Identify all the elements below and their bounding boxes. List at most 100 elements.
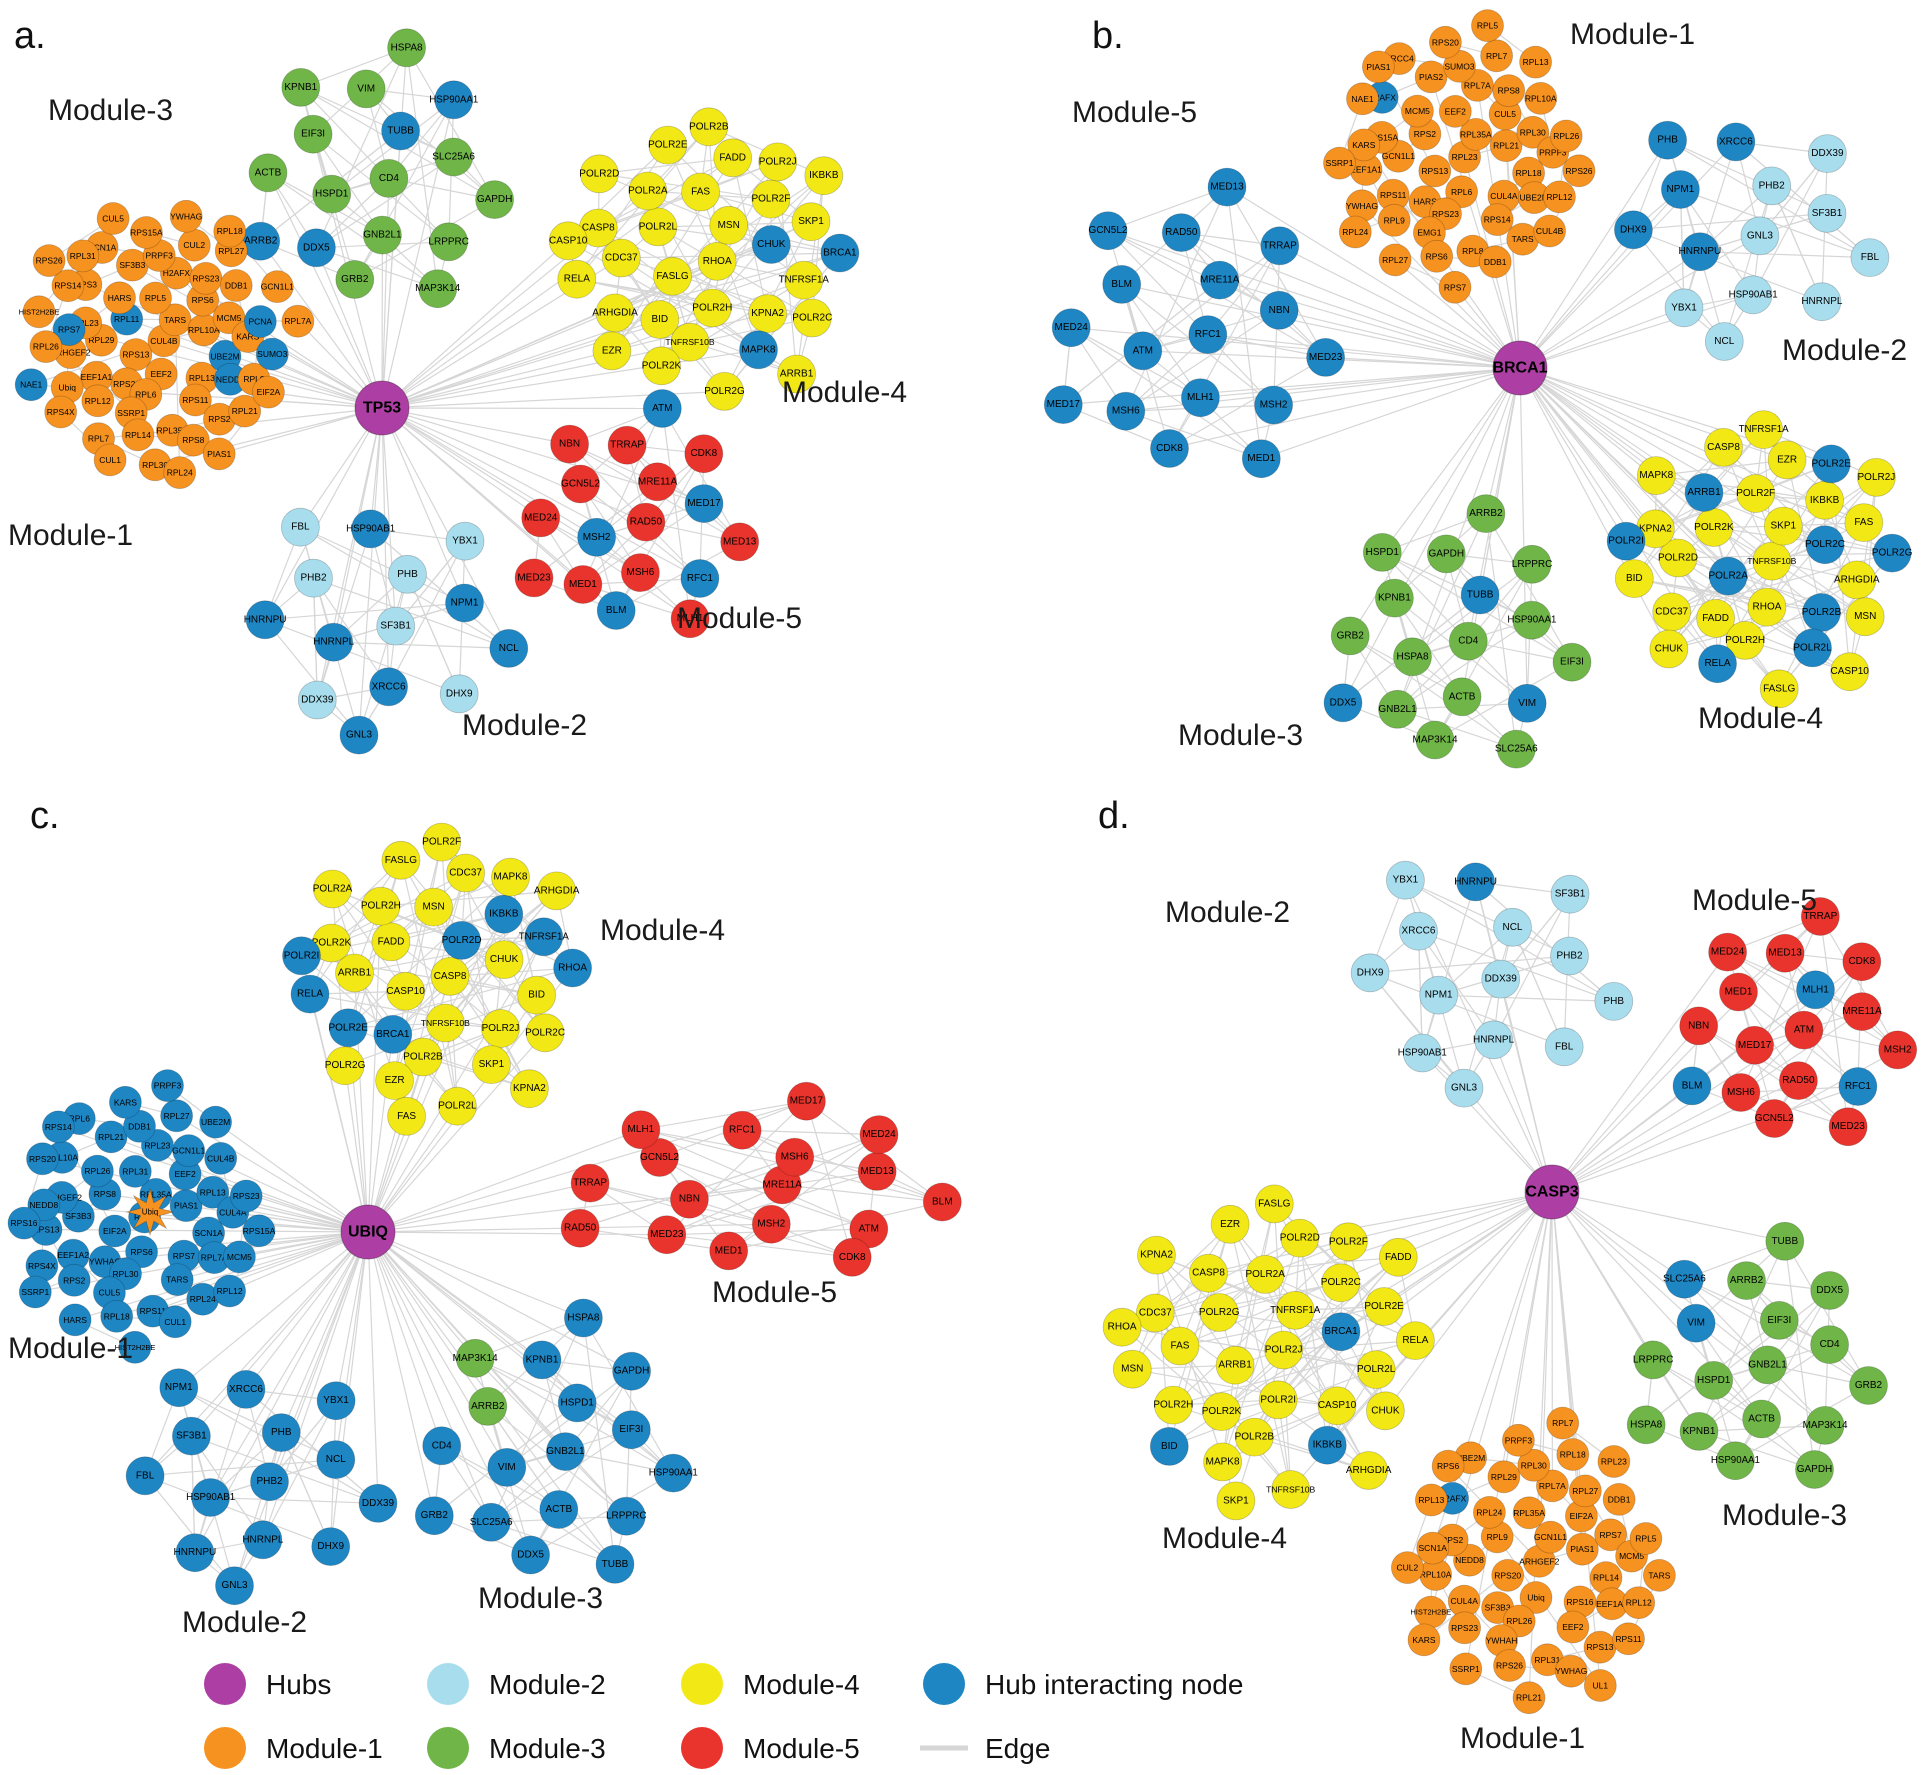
network-node: MAPK8 [1203, 1442, 1242, 1482]
edge [1418, 930, 1495, 1041]
network-node: POLR2H [1153, 1385, 1193, 1425]
network-node: POLR2F [422, 822, 461, 862]
svg-text:PHB2: PHB2 [256, 1476, 283, 1487]
network-node: TNFRSF10B [1747, 541, 1797, 581]
svg-text:PCNA: PCNA [248, 317, 272, 327]
svg-text:SF3B1: SF3B1 [1812, 208, 1843, 219]
edge [315, 47, 408, 249]
network-node: FADD [1696, 599, 1735, 638]
svg-text:RAD50: RAD50 [630, 517, 663, 528]
network-node: RFC1 [680, 559, 720, 598]
svg-text:HSPA8: HSPA8 [1630, 1419, 1662, 1430]
network-node: RAD50 [626, 502, 666, 542]
network-node: RPS8 [1492, 74, 1526, 107]
svg-text:RPL7: RPL7 [1486, 51, 1508, 61]
svg-text:SCN1A: SCN1A [194, 1228, 223, 1238]
edge [1155, 1237, 1301, 1314]
svg-text:POLR2A: POLR2A [1708, 571, 1748, 582]
edge [1107, 186, 1228, 232]
edge [1349, 635, 1517, 750]
network-node: FASLG [1759, 669, 1799, 709]
svg-text:ACTB: ACTB [545, 1504, 572, 1515]
edge [367, 1182, 591, 1233]
network-node: POLR2D [442, 921, 482, 960]
network-node: ARHGDIA [1834, 560, 1880, 600]
network-node: MSH6 [1106, 391, 1146, 431]
svg-text:MSN: MSN [718, 220, 740, 231]
svg-text:LRPPRC: LRPPRC [1633, 1354, 1674, 1365]
network-node: MED1 [1241, 439, 1281, 479]
edge [1551, 1191, 1654, 1361]
svg-text:MED23: MED23 [517, 572, 551, 583]
network-node: SF3B1 [171, 1416, 211, 1456]
edge [313, 577, 390, 688]
svg-text:H2AFX: H2AFX [163, 268, 191, 278]
network-node: RAD50 [1161, 213, 1201, 253]
network-node: BID [640, 300, 680, 339]
svg-text:XRCC6: XRCC6 [1402, 926, 1436, 937]
svg-text:ARRB2: ARRB2 [1469, 508, 1503, 519]
network-node: RPL24 [1473, 1496, 1506, 1529]
svg-text:CASP8: CASP8 [1707, 442, 1740, 453]
edge [1370, 955, 1570, 974]
network-node: POLR2C [525, 1013, 565, 1053]
edge [367, 1231, 379, 1504]
svg-text:ARRB1: ARRB1 [1687, 487, 1721, 498]
edge [191, 1435, 379, 1504]
network-node: ARRB2 [241, 221, 281, 261]
edge [316, 247, 438, 290]
svg-text:NEDD8: NEDD8 [29, 1200, 58, 1210]
network-node: NCL [1493, 907, 1532, 947]
svg-text:RPL8: RPL8 [1462, 246, 1484, 256]
svg-text:TRRAP: TRRAP [610, 440, 644, 451]
svg-text:KPNA2: KPNA2 [513, 1083, 546, 1094]
svg-text:POLR2H: POLR2H [692, 303, 732, 314]
svg-text:EEF1A2: EEF1A2 [1596, 1599, 1628, 1609]
module-label: Module-5 [677, 602, 802, 635]
svg-text:NPM1: NPM1 [451, 598, 479, 609]
network-node: XRCC6 [1399, 911, 1438, 951]
edge [370, 528, 510, 649]
network-node: HSPD1 [1694, 1361, 1734, 1400]
edge [315, 247, 383, 409]
svg-text:HNRNPU: HNRNPU [174, 1547, 217, 1558]
edge [1132, 1368, 1338, 1407]
svg-text:RPS14: RPS14 [1484, 215, 1511, 225]
svg-text:TARS: TARS [1648, 1570, 1670, 1580]
edge [1519, 367, 1670, 650]
svg-text:ATM: ATM [1133, 345, 1153, 356]
svg-text:SLC25A6: SLC25A6 [432, 152, 475, 163]
svg-text:PRPF3: PRPF3 [145, 251, 173, 261]
svg-text:RPS7: RPS7 [173, 1251, 195, 1261]
svg-text:POLR2L: POLR2L [1793, 642, 1832, 653]
svg-text:MSH6: MSH6 [781, 1152, 809, 1163]
network-node: HNRNPL [242, 1520, 284, 1560]
edge [358, 574, 409, 736]
edge [1698, 1025, 1849, 1128]
edge [280, 1231, 369, 1433]
module-label: Module-1 [1570, 18, 1695, 51]
svg-text:GNL3: GNL3 [1747, 230, 1774, 241]
network-node: CUL2 [177, 228, 211, 262]
module-label: Module-2 [1782, 334, 1907, 367]
network-node: KPNB1 [281, 68, 321, 107]
svg-text:SF3B3: SF3B3 [65, 1211, 91, 1221]
network-node: MAP3K14 [453, 1338, 498, 1378]
svg-text:CASP10: CASP10 [1318, 1400, 1357, 1411]
network-node: VIM [1676, 1303, 1716, 1343]
network-node: LRPPRC [606, 1496, 647, 1536]
edge [1125, 309, 1280, 412]
edge [1551, 1191, 1697, 1324]
network-node: MSH2 [751, 1204, 791, 1244]
edge [1698, 1430, 1815, 1471]
network-node: POLR2B [1802, 593, 1842, 632]
svg-text:MED13: MED13 [1768, 948, 1802, 959]
edge [728, 1201, 943, 1252]
edge [1698, 1344, 1830, 1432]
legend-label: Module-4 [743, 1669, 860, 1700]
svg-text:POLR2I: POLR2I [1260, 1394, 1296, 1405]
network-node: RPS14 [1480, 203, 1514, 237]
svg-text:RPL9: RPL9 [243, 374, 265, 384]
network-node: RPS6 [1431, 1449, 1465, 1483]
edge [367, 1231, 584, 1319]
